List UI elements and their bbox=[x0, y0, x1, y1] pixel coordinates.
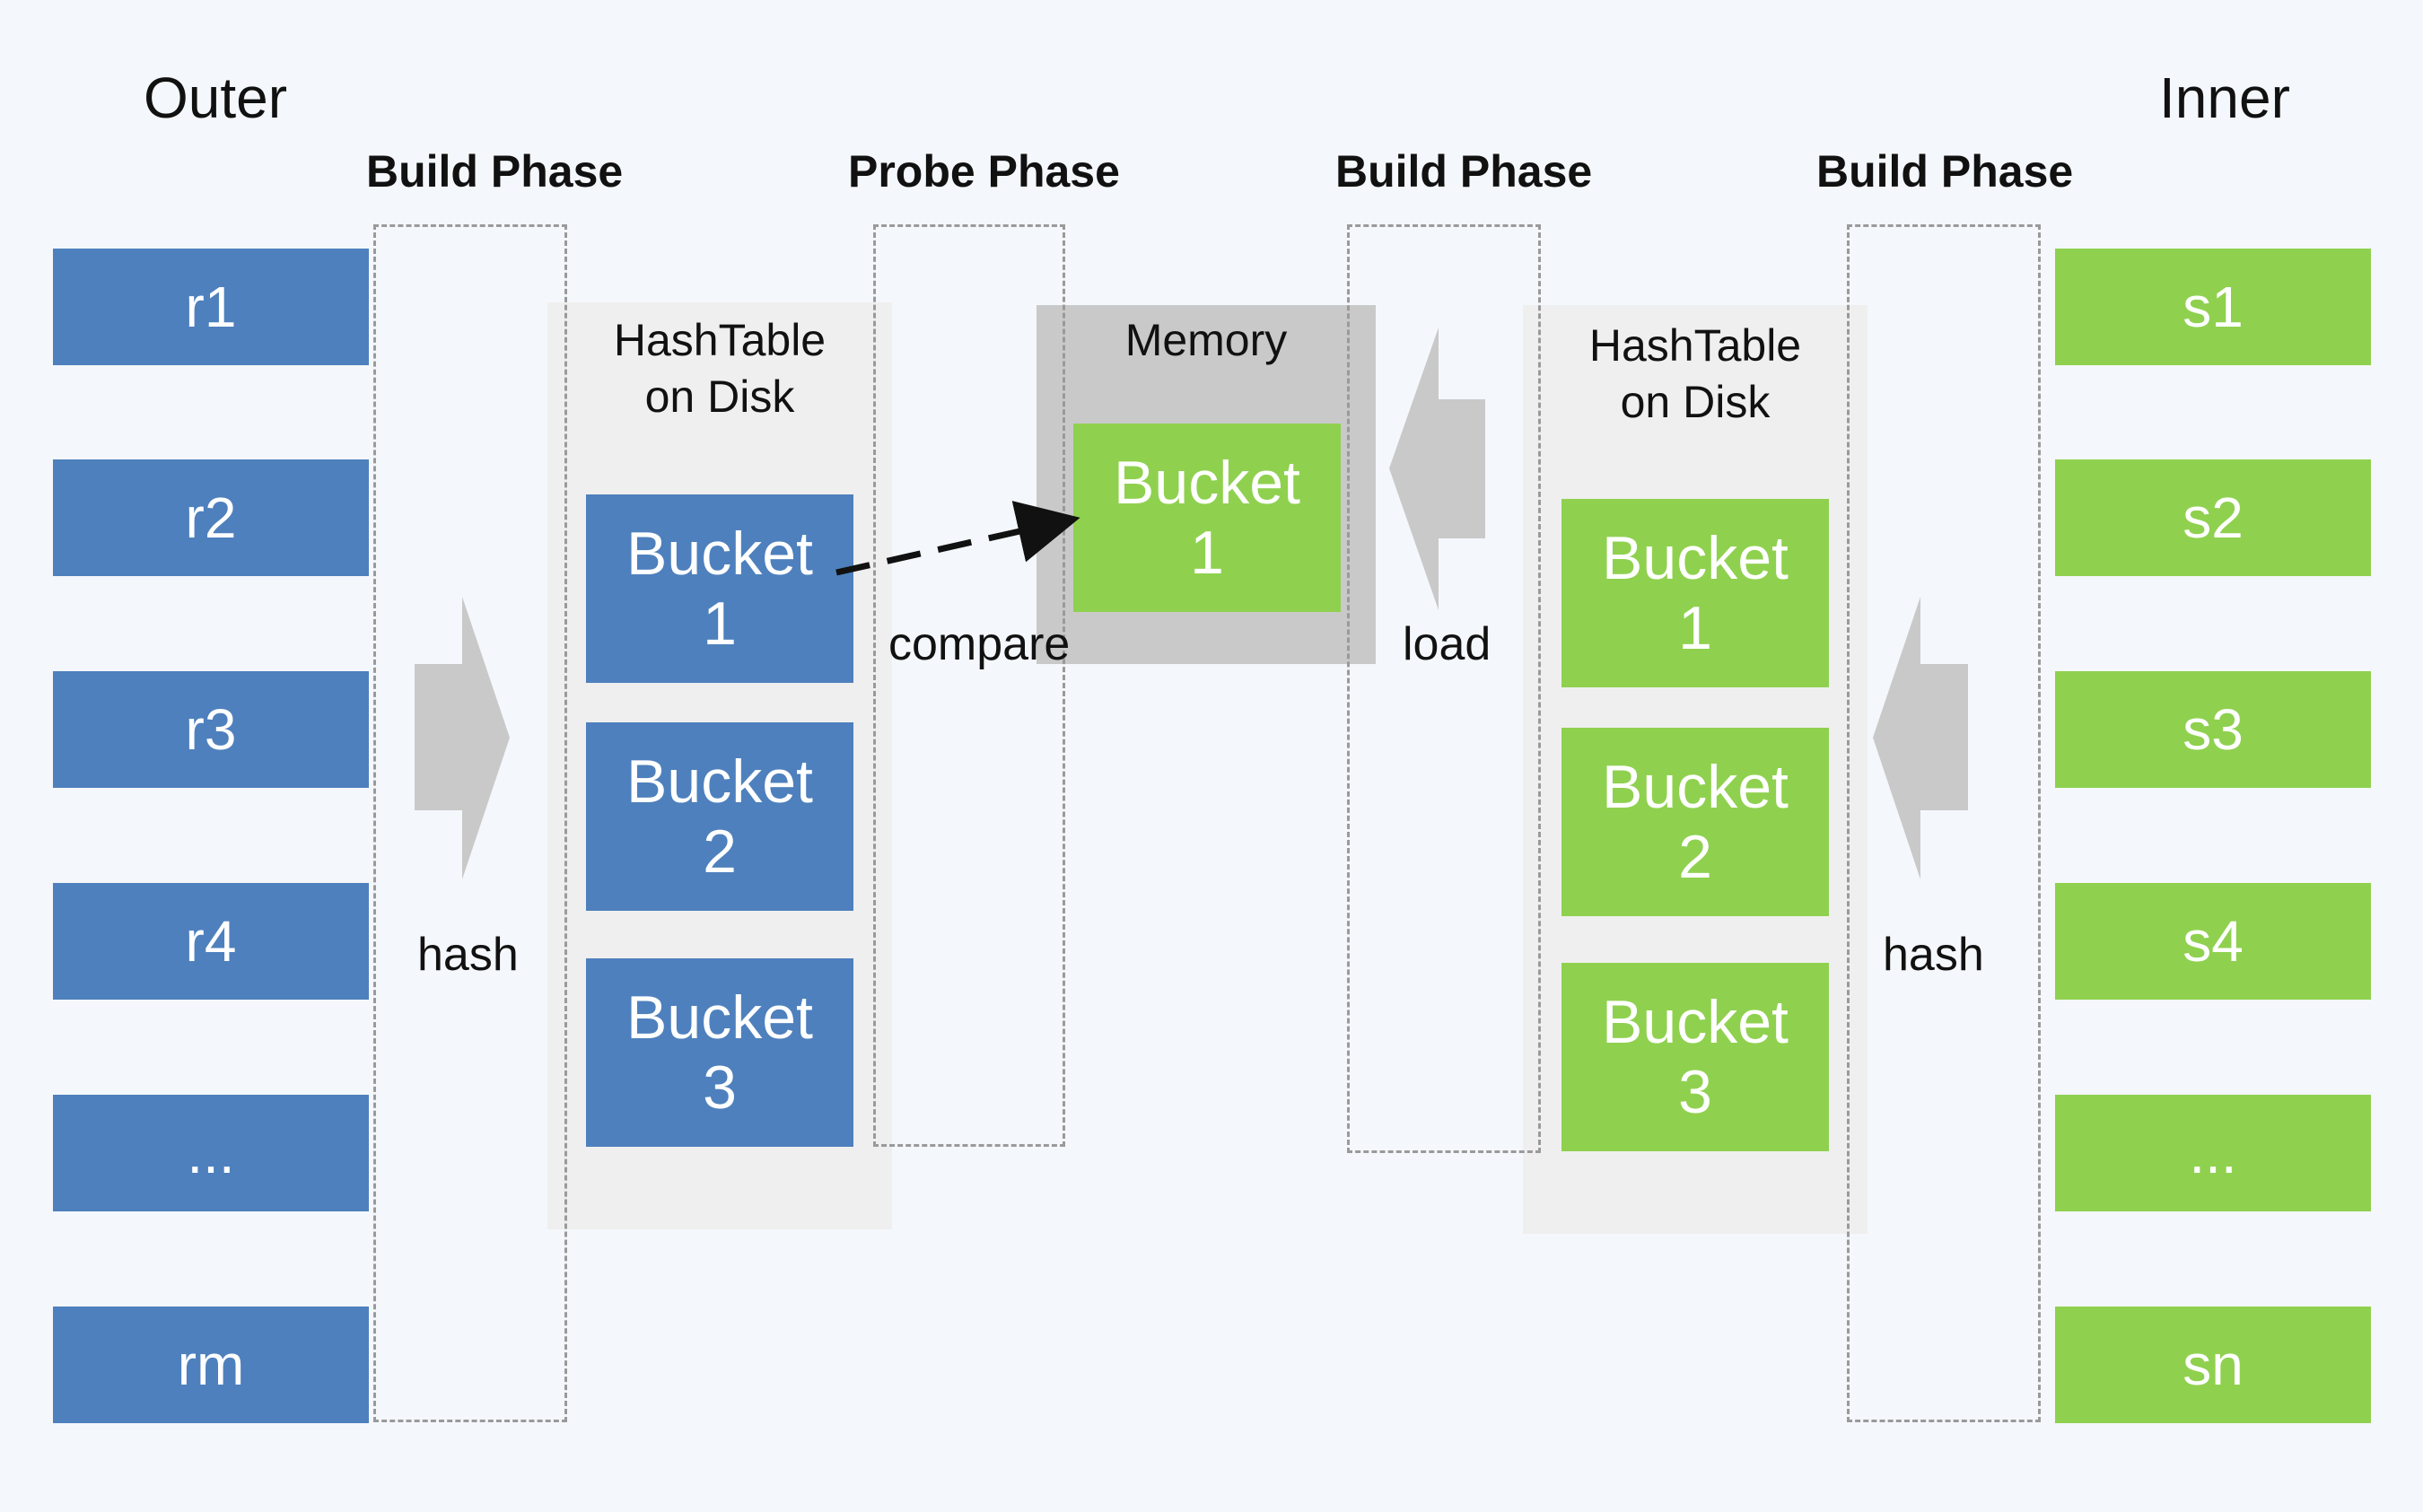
outer-bucket-3: Bucket 3 bbox=[586, 958, 853, 1147]
load-arrow-left-icon bbox=[1389, 328, 1485, 610]
outer-row: r2 bbox=[53, 459, 369, 576]
inner-bucket-2: Bucket 2 bbox=[1561, 728, 1829, 916]
probe-phase-frame bbox=[873, 224, 1065, 1147]
memory-bucket-1: Bucket 1 bbox=[1073, 424, 1341, 612]
inner-hashtable-title: HashTable on Disk bbox=[1588, 320, 1802, 427]
inner-row: sn bbox=[2055, 1307, 2371, 1423]
outer-row: ... bbox=[53, 1095, 369, 1211]
outer-bucket-2: Bucket 2 bbox=[586, 722, 853, 911]
inner-bucket-1: Bucket 1 bbox=[1561, 499, 1829, 687]
outer-hashtable-title: HashTable on Disk bbox=[613, 315, 827, 422]
outer-row: rm bbox=[53, 1307, 369, 1423]
load-label: load bbox=[1403, 618, 1491, 670]
build-phase-frame-inner bbox=[1847, 224, 2041, 1422]
inner-row: s1 bbox=[2055, 249, 2371, 365]
inner-row: ... bbox=[2055, 1095, 2371, 1211]
hash-label-outer: hash bbox=[417, 929, 519, 981]
inner-row: s2 bbox=[2055, 459, 2371, 576]
phase-label-build-outer: Build Phase bbox=[366, 146, 624, 197]
build-phase-frame-load bbox=[1347, 224, 1541, 1153]
outer-row: r3 bbox=[53, 671, 369, 788]
memory-title: Memory bbox=[1124, 315, 1288, 365]
inner-row: s4 bbox=[2055, 883, 2371, 1000]
compare-label: compare bbox=[888, 618, 1071, 670]
inner-bucket-3: Bucket 3 bbox=[1561, 963, 1829, 1151]
hash-arrow-right-icon bbox=[415, 597, 510, 879]
inner-row: s3 bbox=[2055, 671, 2371, 788]
inner-heading: Inner bbox=[2159, 66, 2290, 130]
hash-label-inner: hash bbox=[1883, 929, 1984, 981]
outer-bucket-1: Bucket 1 bbox=[586, 494, 853, 683]
phase-label-build-load: Build Phase bbox=[1335, 146, 1593, 197]
outer-row: r1 bbox=[53, 249, 369, 365]
phase-label-probe: Probe Phase bbox=[848, 146, 1120, 197]
compare-arrow bbox=[835, 501, 1080, 576]
build-phase-frame-outer bbox=[373, 224, 567, 1422]
outer-row: r4 bbox=[53, 883, 369, 1000]
outer-heading: Outer bbox=[144, 66, 288, 130]
phase-label-build-inner: Build Phase bbox=[1816, 146, 2074, 197]
hash-arrow-left-icon bbox=[1873, 597, 1968, 879]
